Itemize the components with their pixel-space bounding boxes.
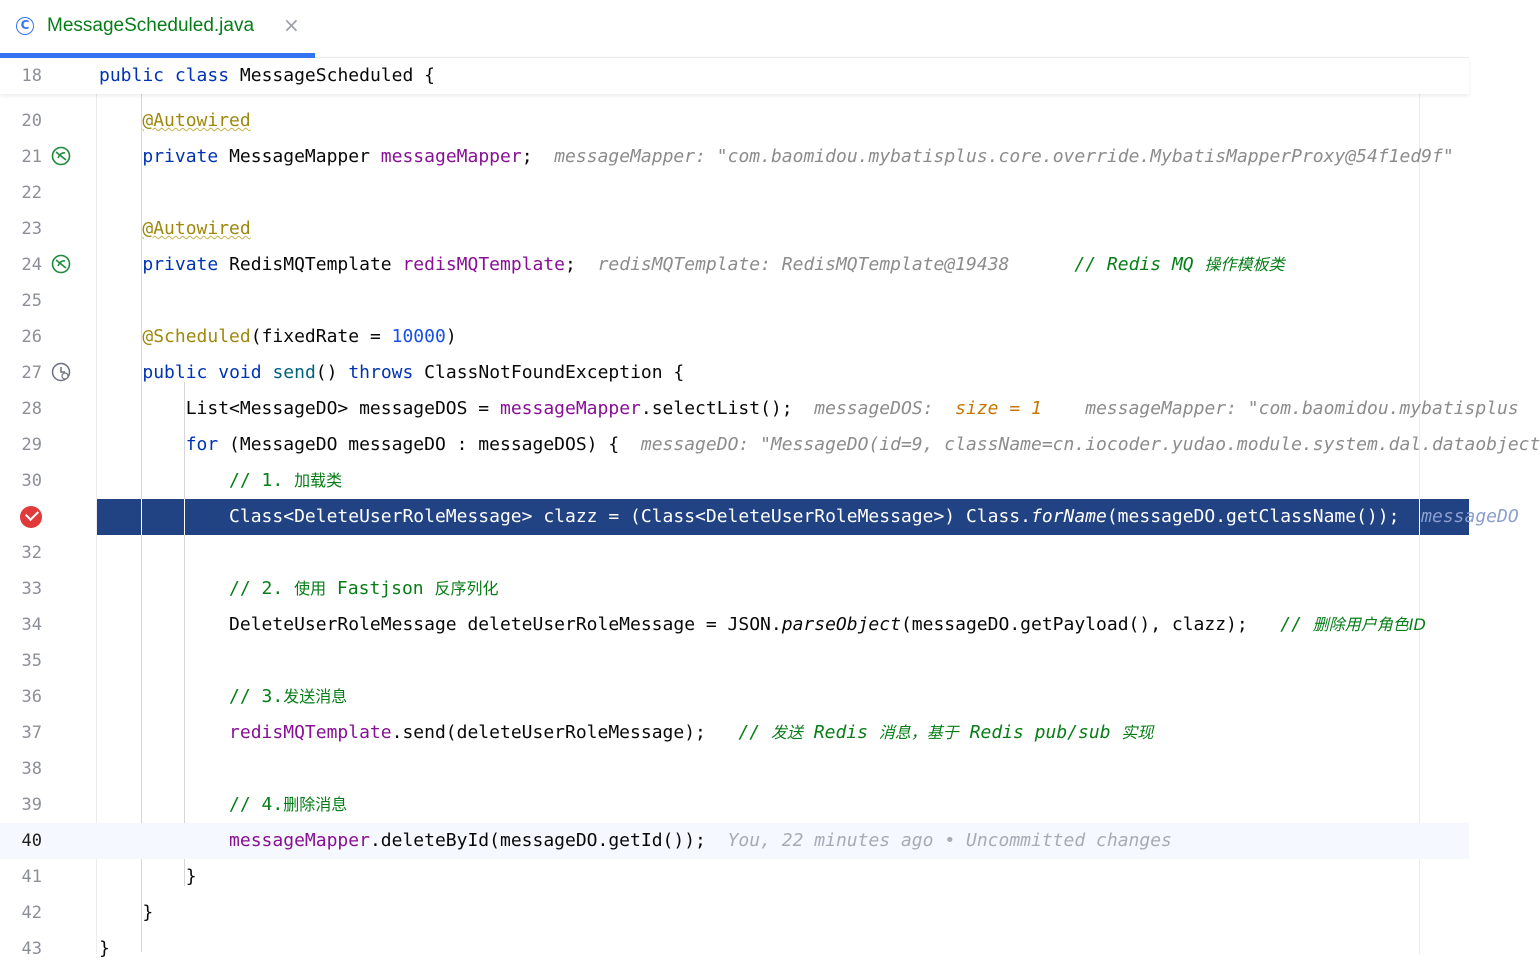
close-icon[interactable]: × — [283, 13, 300, 37]
line-number: 18 — [21, 66, 42, 86]
code-line-38[interactable]: 38 — [0, 751, 1469, 787]
line-number: 28 — [21, 399, 42, 419]
line-number: 26 — [21, 327, 42, 347]
code-line-30[interactable]: 30 // 1. 加载类 — [0, 463, 1469, 499]
spring-bean-icon[interactable] — [51, 254, 71, 274]
code-line-21[interactable]: 21 private MessageMapper messageMapper; … — [0, 139, 1469, 175]
code-line: public class MessageScheduled { — [99, 65, 435, 86]
code-line-43[interactable]: 43 } — [0, 931, 1469, 967]
line-number: 38 — [21, 759, 42, 779]
breakpoint-icon[interactable] — [20, 506, 42, 528]
code-line-41[interactable]: 41 } — [0, 859, 1469, 895]
code-line-36[interactable]: 36 // 3.发送消息 — [0, 679, 1469, 715]
tab-messagescheduled[interactable]: C MessageScheduled.java × — [0, 0, 315, 58]
code-line-23[interactable]: 23 @Autowired — [0, 211, 1469, 247]
code-line-37[interactable]: 37 redisMQTemplate.send(deleteUserRoleMe… — [0, 715, 1469, 751]
line-number: 32 — [21, 543, 42, 563]
code-line-24[interactable]: 24 private RedisMQTemplate redisMQTempla… — [0, 247, 1469, 283]
line-number: 22 — [21, 183, 42, 203]
line-number: 27 — [21, 363, 42, 383]
code-editor[interactable]: 18 public class MessageScheduled { 20 @A… — [0, 58, 1540, 959]
code-line-32[interactable]: 32 — [0, 535, 1469, 571]
line-number: 39 — [21, 795, 42, 815]
gutter-divider — [96, 94, 97, 954]
spring-bean-icon[interactable] — [51, 146, 71, 166]
line-number: 23 — [21, 219, 42, 239]
line-number: 37 — [21, 723, 42, 743]
line-number: 36 — [21, 687, 42, 707]
sticky-scroll-line[interactable]: 18 public class MessageScheduled { — [0, 58, 1469, 94]
scheduled-icon[interactable] — [51, 362, 71, 382]
line-number: 33 — [21, 579, 42, 599]
line-number: 20 — [21, 111, 42, 131]
code-line-20[interactable]: 20 @Autowired — [0, 103, 1469, 139]
code-line-27[interactable]: 27 public void send() throws ClassNotFou… — [0, 355, 1469, 391]
code-line-42[interactable]: 42 } — [0, 895, 1469, 931]
code-line-33[interactable]: 33 // 2. 使用 Fastjson 反序列化 — [0, 571, 1469, 607]
code-line-31[interactable]: 31 Class<DeleteUserRoleMessage> clazz = … — [0, 499, 1519, 535]
active-tab-indicator — [0, 53, 315, 58]
code-line-34[interactable]: 34 DeleteUserRoleMessage deleteUserRoleM… — [0, 607, 1469, 643]
line-number: 41 — [21, 867, 42, 887]
code-line-25[interactable]: 25 — [0, 283, 1469, 319]
code-line-28[interactable]: 28 List<MessageDO> messageDOS = messageM… — [0, 391, 1519, 427]
line-number: 29 — [21, 435, 42, 455]
code-line-22[interactable]: 22 — [0, 175, 1469, 211]
line-number: 21 — [21, 147, 42, 167]
execution-point-highlight: Class<DeleteUserRoleMessage> clazz = (Cl… — [97, 499, 1519, 535]
editor-tab-bar: C MessageScheduled.java × — [0, 0, 1469, 58]
line-number: 35 — [21, 651, 42, 671]
code-line-35[interactable]: 35 — [0, 643, 1469, 679]
line-number: 43 — [21, 939, 42, 959]
line-number: 34 — [21, 615, 42, 635]
inline-blame: You, 22 minutes ago • Uncommitted change… — [727, 830, 1172, 851]
indent-guide — [184, 382, 185, 886]
code-line-26[interactable]: 26 @Scheduled(fixedRate = 10000) — [0, 319, 1469, 355]
code-line-40[interactable]: 40 messageMapper.deleteById(messageDO.ge… — [0, 823, 1469, 859]
line-number: 42 — [21, 903, 42, 923]
code-line-39[interactable]: 39 // 4.删除消息 — [0, 787, 1469, 823]
tab-filename: MessageScheduled.java — [47, 15, 255, 36]
class-icon: C — [16, 17, 34, 35]
line-number: 40 — [21, 831, 42, 851]
code-line-29[interactable]: 29 for (MessageDO messageDO : messageDOS… — [0, 427, 1540, 463]
line-number: 30 — [21, 471, 42, 491]
line-number: 25 — [21, 291, 42, 311]
line-number: 24 — [21, 255, 42, 275]
